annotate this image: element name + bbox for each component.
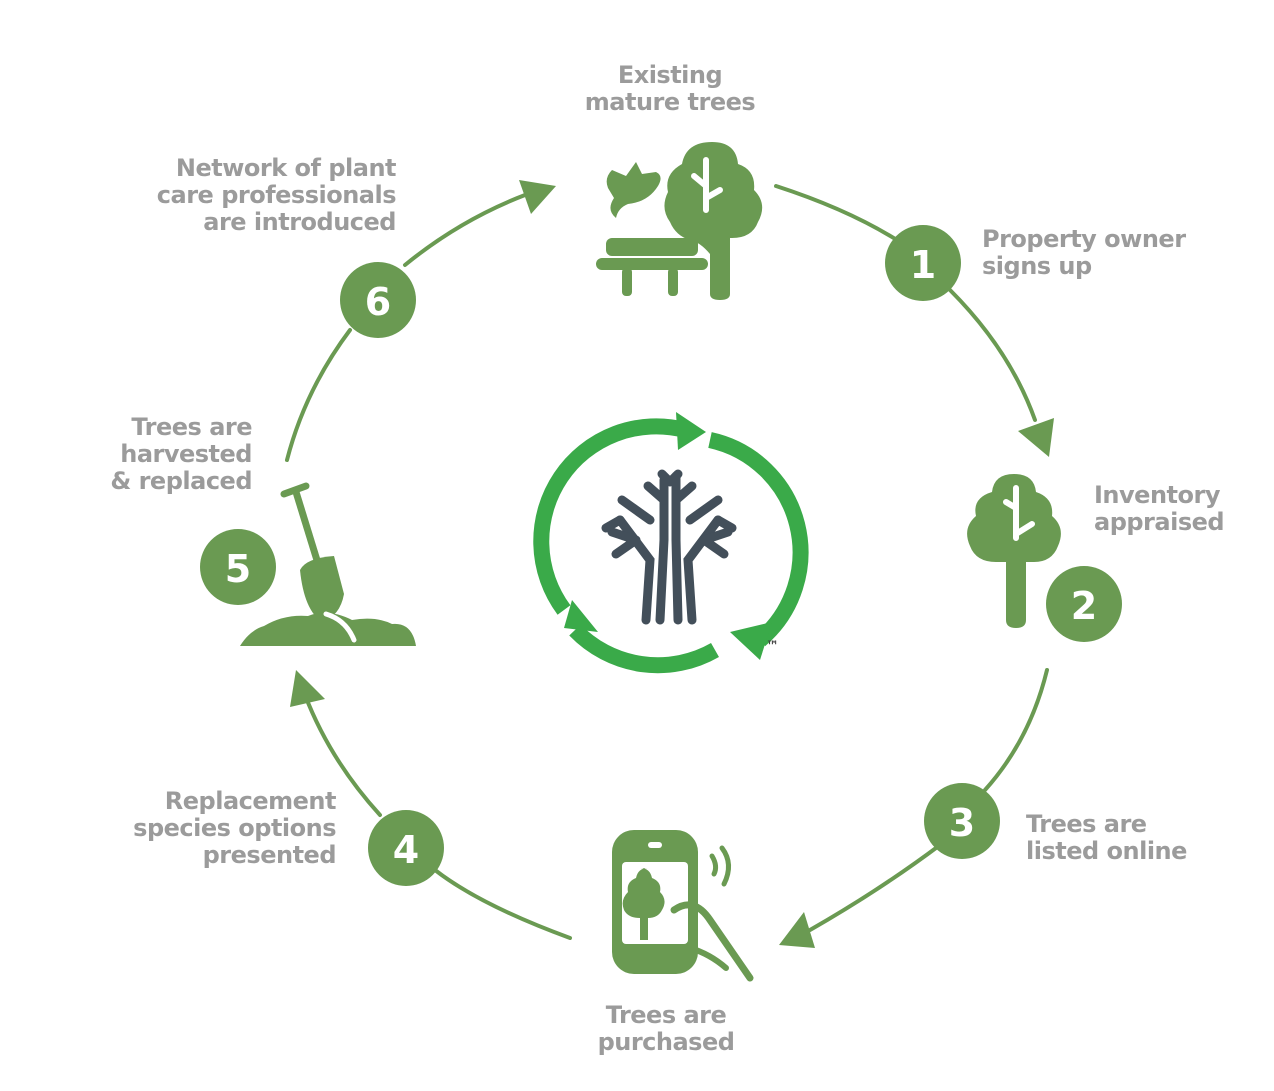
step-number: 6 <box>365 280 391 324</box>
label-line: Inventory <box>1094 481 1220 509</box>
step-1-label: Property owner signs up <box>982 226 1186 280</box>
connector-4-to-5 <box>303 693 382 817</box>
step-badge-5: 5 <box>200 529 276 605</box>
label-line: presented <box>202 841 337 869</box>
label-line: signs up <box>982 252 1092 280</box>
label-line: Existing <box>617 61 723 89</box>
label-line: species options <box>133 814 336 842</box>
label-line: purchased <box>597 1028 735 1056</box>
connector-5-to-6 <box>285 328 352 462</box>
label-line: Property owner <box>982 225 1186 253</box>
label-line: harvested <box>120 440 252 468</box>
label-line: are introduced <box>203 208 396 236</box>
label-line: Trees are <box>1026 810 1147 838</box>
connector-purchase-to-4 <box>433 868 572 940</box>
label-line: Replacement <box>164 787 337 815</box>
connector-1-to-2 <box>948 288 1037 422</box>
step-badge-2: 2 <box>1046 566 1122 642</box>
step-badge-6: 6 <box>340 262 416 338</box>
park-bench-tree-icon <box>596 142 763 300</box>
step-3-label: Trees are listed online <box>1026 811 1187 865</box>
phone-hand-tree-icon <box>612 830 754 982</box>
label-line: appraised <box>1094 508 1225 536</box>
step-number: 4 <box>393 828 419 872</box>
step-4-label: Replacement species options presented <box>60 788 336 869</box>
arrowhead-to-step-2 <box>1018 418 1054 457</box>
connector-start-to-1 <box>774 184 902 244</box>
connector-2-to-3 <box>983 668 1049 792</box>
recycling-tree-logo <box>533 412 809 674</box>
step-number: 1 <box>910 243 936 287</box>
connector-6-to-start <box>403 193 527 267</box>
connector-3-to-purchase <box>808 843 942 932</box>
trademark-symbol: ™ <box>766 639 779 654</box>
shovel-soil-icon <box>240 482 416 646</box>
label-line: Trees are <box>605 1001 727 1029</box>
step-badge-1: 1 <box>885 225 961 301</box>
purchase-label: Trees are purchased <box>556 1002 776 1056</box>
arrowhead-to-step-5 <box>290 670 325 707</box>
label-line: listed online <box>1026 837 1187 865</box>
label-line: care professionals <box>156 181 397 209</box>
arrowhead-to-purchase <box>779 912 815 948</box>
arrowhead-to-start <box>519 180 556 214</box>
label-line: mature trees <box>584 88 756 116</box>
label-line: Trees are <box>131 413 252 441</box>
step-6-label: Network of plant care professionals are … <box>60 154 397 236</box>
step-5-label: Trees are harvested & replaced <box>40 414 252 495</box>
label-line: & replaced <box>110 467 252 495</box>
start-label: Existing mature trees <box>560 62 780 116</box>
step-number: 5 <box>225 547 251 591</box>
step-2-label: Inventory appraised <box>1094 481 1225 536</box>
step-badge-4: 4 <box>368 810 444 886</box>
tree-icon <box>967 474 1061 628</box>
step-number: 3 <box>949 801 975 845</box>
step-badge-3: 3 <box>924 783 1000 859</box>
step-number: 2 <box>1071 584 1097 628</box>
label-line: Network of plant <box>175 154 397 182</box>
